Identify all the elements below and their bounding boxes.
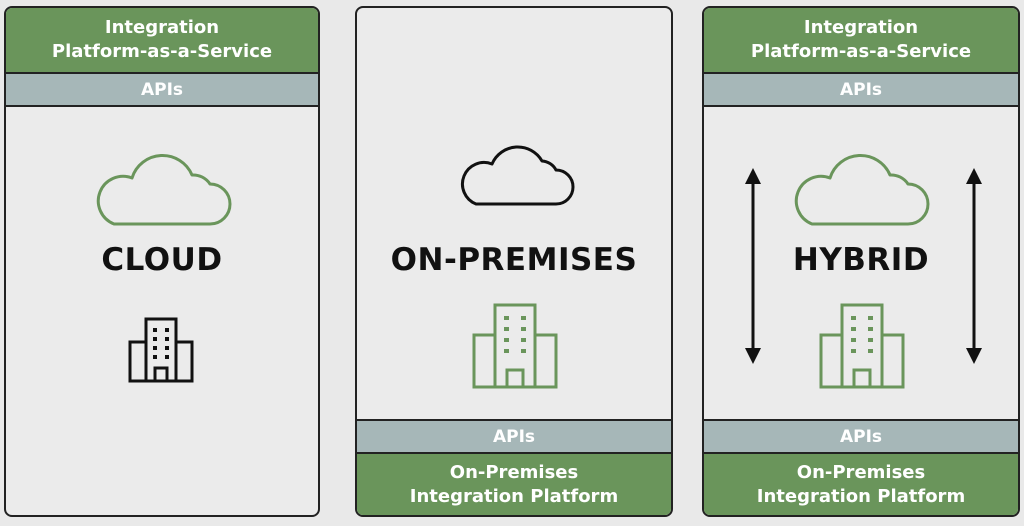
cloud-icon — [460, 145, 575, 206]
cloud-panel: Integration Platform-as-a-Service APIs C… — [4, 6, 320, 517]
cloud-icon — [96, 154, 232, 226]
on-prem-label-line2: Integration Platform — [756, 485, 966, 507]
apis-band: APIs — [704, 419, 1018, 452]
on-premises-integration-band: On-Premises Integration Platform — [357, 452, 671, 515]
building-icon — [128, 317, 194, 383]
cloud-title: CLOUD — [101, 242, 223, 278]
ipaas-band: Integration Platform-as-a-Service — [6, 8, 318, 74]
ipaas-label-line2: Platform-as-a-Service — [51, 41, 273, 62]
apis-band: APIs — [357, 419, 671, 452]
hybrid-title: HYBRID — [792, 242, 930, 278]
on-premises-integration-band: On-Premises Integration Platform — [704, 452, 1018, 515]
ipaas-label-line1: Integration — [104, 17, 220, 38]
building-icon — [472, 303, 558, 389]
on-prem-label-line2: Integration Platform — [409, 485, 619, 507]
double-arrow-right-icon — [966, 168, 982, 364]
building-icon — [819, 303, 905, 389]
ipaas-label-line1: Integration — [803, 17, 919, 38]
apis-band: APIs — [6, 74, 318, 107]
on-prem-label-line1: On-Premises — [449, 461, 579, 483]
cloud-icon — [794, 154, 930, 226]
on-premises-title: ON-PREMISES — [390, 242, 638, 278]
apis-band: APIs — [704, 74, 1018, 107]
on-prem-label-line1: On-Premises — [796, 461, 926, 483]
ipaas-label-line2: Platform-as-a-Service — [750, 41, 972, 62]
double-arrow-left-icon — [745, 168, 761, 364]
ipaas-band: Integration Platform-as-a-Service — [704, 8, 1018, 74]
hybrid-panel: Integration Platform-as-a-Service APIs H… — [702, 6, 1020, 517]
on-premises-panel: ON-PREMISES APIs On-Premises Integration… — [355, 6, 673, 517]
